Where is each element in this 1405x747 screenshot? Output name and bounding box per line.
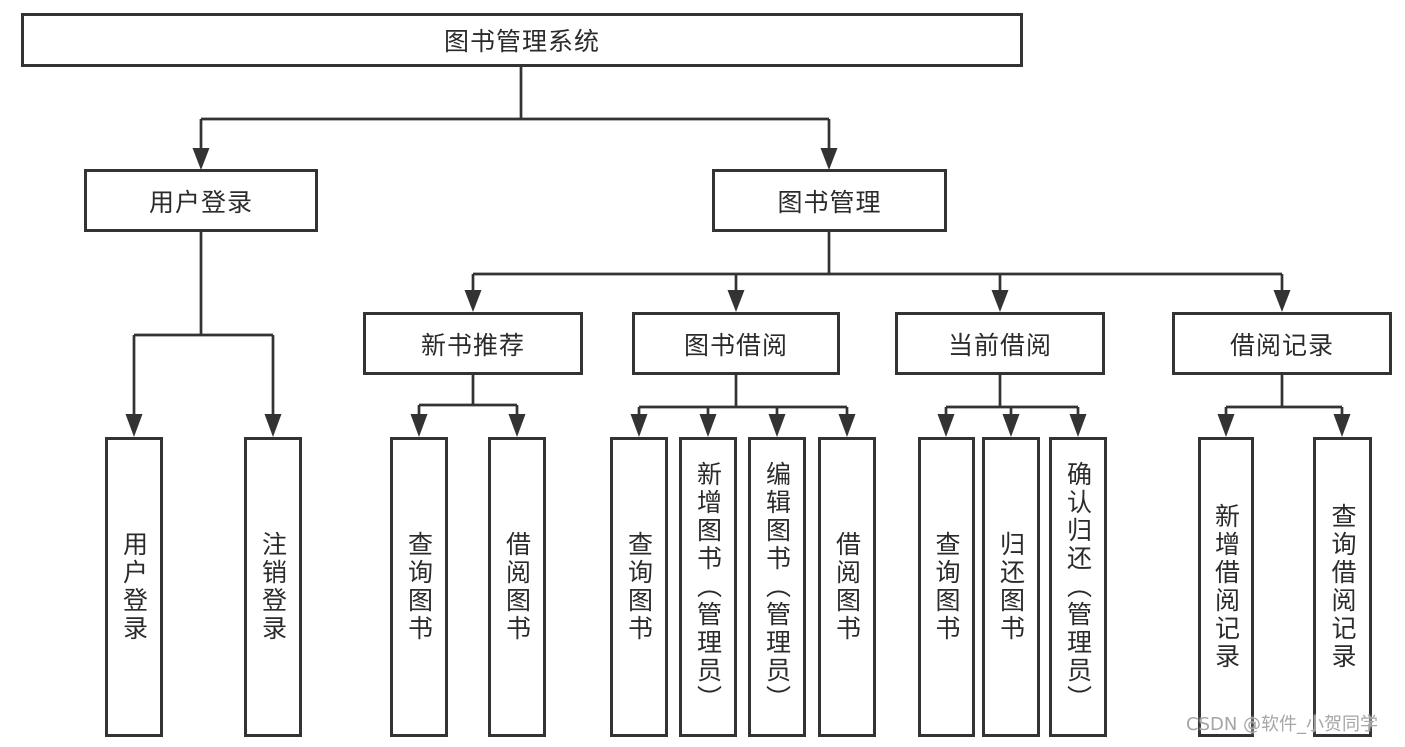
- node-label: 借阅图书: [832, 531, 862, 643]
- node-label: 用户登录: [119, 531, 149, 643]
- leaf-logout: 注销登录: [244, 437, 302, 737]
- node-library-management-system: 图书管理系统: [21, 13, 1023, 67]
- node-label: 查询图书: [404, 531, 434, 643]
- node-new-book-recommendation: 新书推荐: [363, 312, 583, 375]
- leaf-borrow-books-recommend: 借阅图书: [488, 437, 546, 737]
- node-label: 查询图书: [932, 531, 961, 643]
- node-label: 图书借阅: [683, 330, 788, 360]
- node-label: 查询借阅记录: [1328, 503, 1357, 671]
- watermark: CSDN @软件_小贺同学: [1186, 714, 1379, 735]
- leaf-query-books-current: 查询图书: [918, 437, 975, 737]
- node-label: 编辑图书（管理员）: [762, 461, 792, 713]
- node-label: 当前借阅: [947, 330, 1052, 360]
- leaf-query-books-borrow: 查询图书: [610, 437, 668, 737]
- node-label: 图书管理系统: [443, 27, 600, 56]
- leaf-query-borrow-record: 查询借阅记录: [1313, 437, 1372, 737]
- node-label: 查询图书: [624, 531, 654, 643]
- leaf-edit-book-admin: 编辑图书（管理员）: [748, 437, 806, 737]
- leaf-add-borrow-record: 新增借阅记录: [1198, 437, 1254, 737]
- node-label: 用户登录: [148, 187, 253, 217]
- node-book-borrowing: 图书借阅: [632, 312, 840, 375]
- node-label: 归还图书: [996, 531, 1026, 643]
- node-label: 新书推荐: [420, 330, 525, 360]
- leaf-confirm-return-admin: 确认归还（管理员）: [1049, 437, 1107, 737]
- leaf-return-book: 归还图书: [982, 437, 1040, 737]
- node-label: 确认归还（管理员）: [1063, 461, 1093, 713]
- node-borrowing-records: 借阅记录: [1172, 312, 1392, 375]
- leaf-query-books-recommend: 查询图书: [390, 437, 448, 737]
- node-book-management: 图书管理: [712, 169, 947, 232]
- node-user-login: 用户登录: [84, 169, 318, 232]
- leaf-add-book-admin: 新增图书（管理员）: [679, 437, 737, 737]
- node-label: 新增图书（管理员）: [693, 461, 723, 713]
- node-label: 新增借阅记录: [1211, 503, 1241, 671]
- node-label: 借阅记录: [1229, 330, 1334, 360]
- node-label: 借阅图书: [502, 531, 532, 643]
- leaf-borrow-books-borrow: 借阅图书: [818, 437, 876, 737]
- leaf-user-login: 用户登录: [105, 437, 163, 737]
- node-label: 注销登录: [258, 531, 288, 643]
- node-current-borrowing: 当前借阅: [895, 312, 1105, 375]
- node-label: 图书管理: [777, 187, 882, 217]
